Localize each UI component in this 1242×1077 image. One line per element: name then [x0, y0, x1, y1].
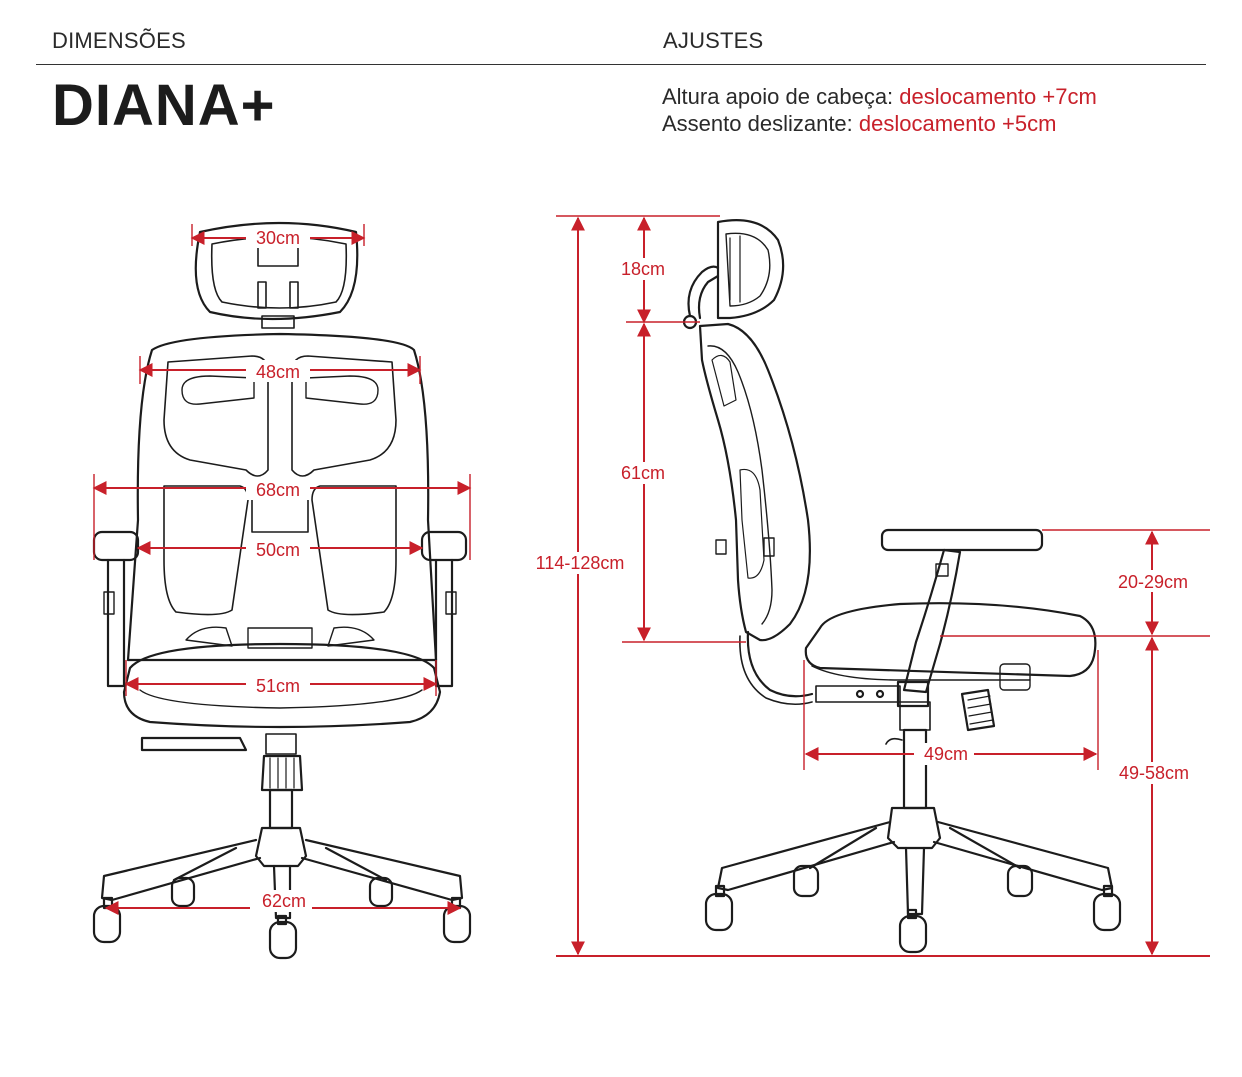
caster-side-3 — [898, 908, 928, 954]
caster-front-2 — [442, 896, 472, 944]
adjustment-seat-value: deslocamento +5cm — [858, 111, 1057, 136]
dim-armrest-inner-width: 50cm — [256, 540, 300, 560]
caster-front-1 — [92, 896, 122, 944]
dim-seat-height: 49-58cm — [1119, 763, 1189, 783]
armrest-left-front — [92, 530, 140, 562]
dim-armrest-height: 20-29cm — [1118, 572, 1188, 592]
product-title: DIANA+ — [52, 73, 276, 138]
caster-side-5 — [1006, 864, 1034, 898]
adjustment-headrest: Altura apoio de cabeça: deslocamento +7c… — [662, 84, 1097, 110]
front-view-chair — [92, 221, 472, 960]
side-view-chair — [682, 219, 1122, 954]
caster-side-1 — [704, 884, 734, 932]
caster-side-2 — [1092, 884, 1122, 932]
headrest-front — [194, 221, 359, 321]
caster-front-3 — [268, 914, 298, 960]
dim-backrest-width: 48cm — [256, 362, 300, 382]
seat-front — [122, 642, 442, 729]
seat-side — [804, 602, 1097, 678]
dimension-labels: 30cm 48cm 68cm 50cm 51cm 62cm 18cm 61cm … — [256, 228, 1189, 911]
section-label-adjustments: AJUSTES — [663, 28, 764, 53]
dim-total-height: 114-128cm — [536, 553, 625, 573]
armrest-side — [880, 528, 1044, 552]
dimension-lines — [92, 215, 1210, 957]
dim-armrest-outer-width: 68cm — [256, 480, 300, 500]
headrest-side — [716, 219, 785, 320]
dim-seat-width: 51cm — [256, 676, 300, 696]
caster-side-4 — [792, 864, 820, 898]
adjustment-seat-label: Assento deslizante: — [662, 111, 853, 136]
header-divider — [36, 64, 1206, 65]
dim-headrest-width: 30cm — [256, 228, 300, 248]
backrest-side — [698, 322, 811, 642]
dim-base-width: 62cm — [262, 891, 306, 911]
dim-headrest-height: 18cm — [621, 259, 665, 279]
dim-backrest-height: 61cm — [621, 463, 665, 483]
section-label-dimensions: DIMENSÕES — [52, 28, 186, 53]
adjustment-headrest-value: deslocamento +7cm — [899, 84, 1097, 109]
adjustment-seat: Assento deslizante: deslocamento +5cm — [662, 111, 1056, 137]
adjustment-headrest-label: Altura apoio de cabeça: — [662, 84, 894, 109]
dim-seat-depth: 49cm — [924, 744, 968, 764]
